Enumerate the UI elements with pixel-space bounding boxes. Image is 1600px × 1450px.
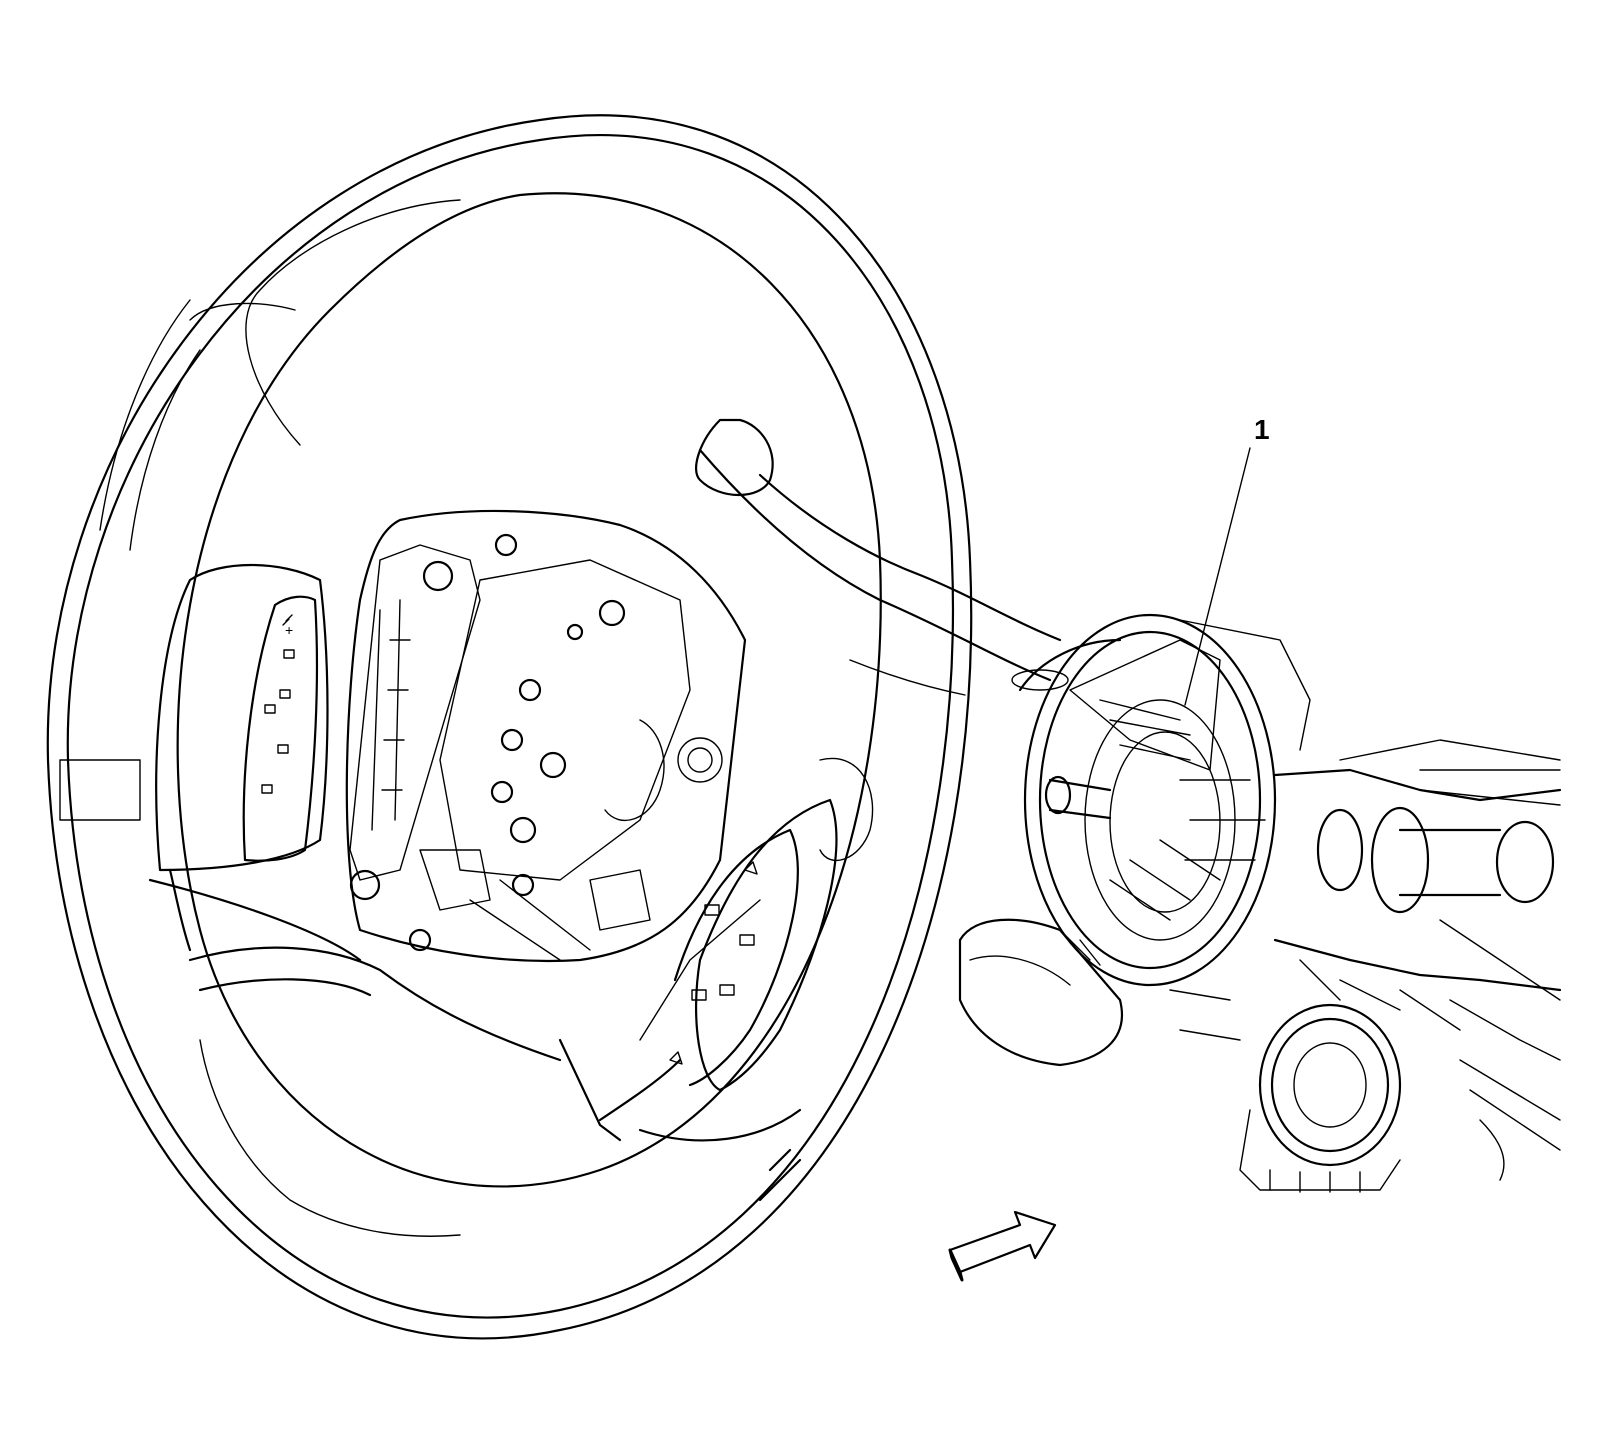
steering-column [1273,739,1562,1181]
lower-spoke [188,946,562,1237]
direction-arrow-icon [948,1210,1057,1282]
steering-wheel-rim [46,114,973,1340]
upper-spoke [695,418,1062,696]
steering-wheel-hub [345,509,747,963]
clock-spring [1011,613,1311,987]
plus-glyph: + [285,622,293,638]
callout-1-leader [1184,447,1251,706]
callout-1-label: 1 [1254,414,1270,445]
lower-ring [1169,989,1402,1193]
column-trim-cover [958,918,1123,1067]
left-control-pad: + [59,563,362,962]
right-control-pad [558,757,874,1202]
